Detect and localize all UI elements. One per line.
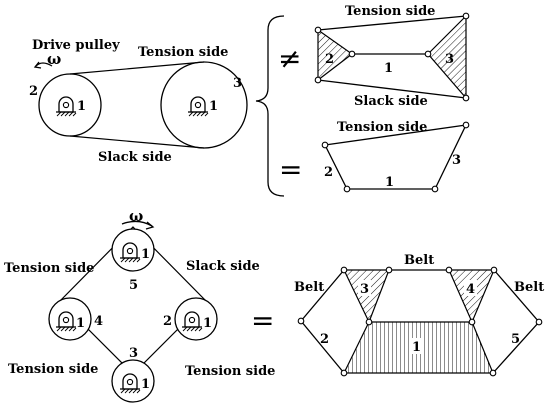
link-number-4: 4 xyxy=(94,314,103,329)
joint xyxy=(348,50,356,58)
link-number-1: 1 xyxy=(141,377,150,392)
label-bg xyxy=(358,280,371,296)
link-number-1: 1 xyxy=(141,247,150,262)
bottom-left-four-pulley: ω Tension side Slack side Tension side T… xyxy=(4,207,275,403)
slack-side-belt xyxy=(69,135,205,149)
belt-label: Belt xyxy=(404,253,434,268)
belt-label: Belt xyxy=(514,280,544,295)
joint xyxy=(365,318,373,326)
link-number-1: 1 xyxy=(209,99,218,114)
link-number-1: 1 xyxy=(385,175,394,190)
link-number-1: 1 xyxy=(77,99,86,114)
joint xyxy=(431,185,439,193)
link-number-3: 3 xyxy=(452,153,461,168)
label-bg xyxy=(410,338,423,354)
link-number-4: 4 xyxy=(466,282,475,297)
link-number-3: 3 xyxy=(360,282,369,297)
link-number-2: 2 xyxy=(325,52,334,67)
joint xyxy=(314,76,322,84)
top-right-lower-linkage: = Tension side 2 1 3 xyxy=(279,120,470,193)
joint xyxy=(490,266,498,274)
joint xyxy=(462,12,470,20)
joint xyxy=(314,26,322,34)
link-number-2: 2 xyxy=(320,332,329,347)
link-3-triangle xyxy=(427,14,467,100)
not-equal-sign: ≠ xyxy=(278,42,301,75)
equal-sign: = xyxy=(251,304,274,337)
link-number-2: 2 xyxy=(163,314,172,329)
joint xyxy=(340,266,348,274)
joint xyxy=(297,317,305,325)
joint xyxy=(321,141,329,149)
link-number-2: 2 xyxy=(324,165,333,180)
tension-side-belt xyxy=(69,61,205,75)
link-2-triangle xyxy=(317,28,354,82)
slack-side-label: Slack side xyxy=(354,94,428,109)
label-bg xyxy=(464,280,477,296)
slack-side-label: Slack side xyxy=(186,259,260,274)
pivot-icon xyxy=(187,96,209,117)
link-number-1: 1 xyxy=(384,61,393,76)
pivot-icon xyxy=(55,96,77,117)
tension-side-label: Tension side xyxy=(8,362,98,377)
tension-side-label: Tension side xyxy=(4,261,94,276)
top-left-belt-drive: Drive pulley ω Tension side Slack side 2… xyxy=(29,38,248,165)
link-number-2: 2 xyxy=(29,84,38,99)
tension-side-label: Tension side xyxy=(345,4,435,19)
link-number-3: 3 xyxy=(445,52,454,67)
tension-side-bar xyxy=(317,15,467,31)
joint xyxy=(468,318,476,326)
slack-side-bar xyxy=(317,79,467,99)
link-number-1: 1 xyxy=(76,316,85,331)
omega-label: ω xyxy=(47,50,61,68)
link-number-1: 1 xyxy=(203,316,212,331)
arrowhead-icon xyxy=(33,61,42,69)
tension-side-label: Tension side xyxy=(138,45,228,60)
belt-label: Belt xyxy=(294,280,324,295)
joint xyxy=(535,318,543,326)
link-number-3: 3 xyxy=(129,346,138,361)
joint xyxy=(462,94,470,102)
omega-label: ω xyxy=(129,207,143,225)
joint xyxy=(489,369,497,377)
joint xyxy=(462,121,470,129)
top-right-upper-linkage: ≠ Tension side Slack side 2 1 3 xyxy=(278,4,470,109)
tension-side-label: Tension side xyxy=(337,120,427,135)
joint xyxy=(424,50,432,58)
curly-brace xyxy=(255,15,285,197)
link-number-5: 5 xyxy=(129,278,138,293)
drive-pulley-label: Drive pulley xyxy=(32,38,120,53)
link-number-5: 5 xyxy=(511,332,520,347)
joint xyxy=(385,266,393,274)
equal-sign: = xyxy=(279,153,302,186)
link-number-1: 1 xyxy=(412,340,421,355)
joint xyxy=(343,185,351,193)
slack-side-label: Slack side xyxy=(98,150,172,165)
joint xyxy=(445,266,453,274)
link-number-3: 3 xyxy=(233,76,242,91)
arrowhead-icon xyxy=(145,221,155,230)
bottom-right-linkage: Belt Belt Belt 3 4 2 1 5 xyxy=(294,253,544,377)
tension-side-label: Tension side xyxy=(185,364,275,379)
joint xyxy=(340,369,348,377)
